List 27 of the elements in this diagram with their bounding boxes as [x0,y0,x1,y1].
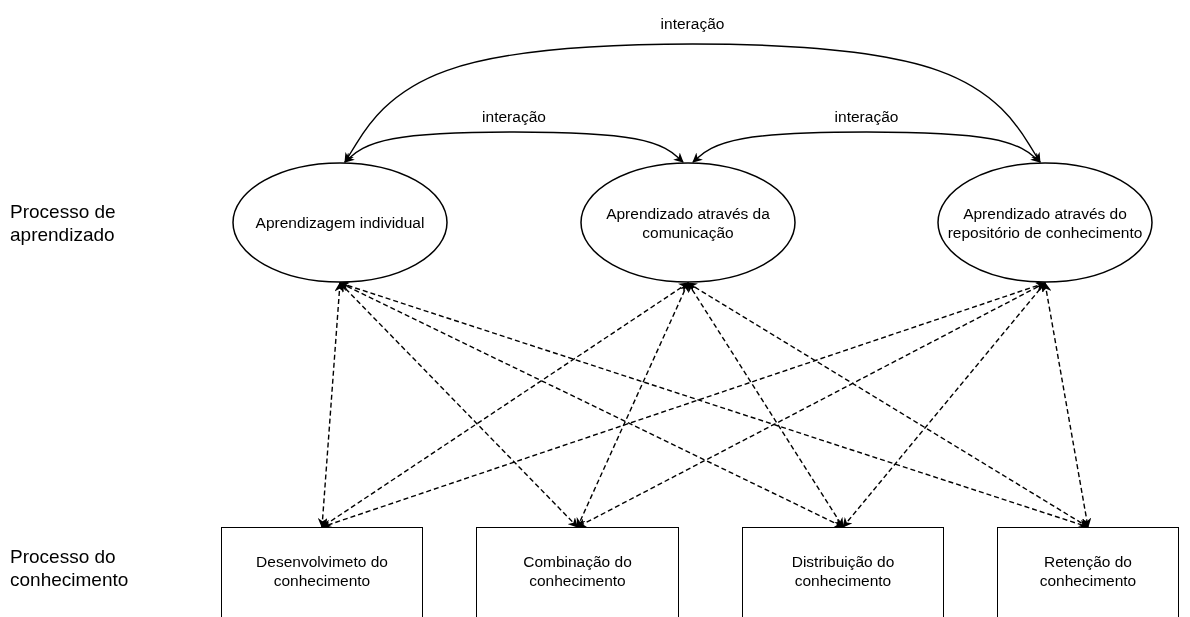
dashed-arrow [842,282,1046,528]
node-text: Combinação do conhecimento [522,552,633,590]
process-box [221,527,423,617]
dashed-arrow [576,282,689,528]
process-ellipse [580,162,796,283]
node-text: Aprendizado através da comunicação [605,203,771,242]
process-box [476,527,679,617]
dashed-arrow [687,282,844,528]
node-text: Aprendizado através do repositório de conhecimento [947,203,1143,242]
dashed-arrow [1041,282,1092,528]
node-text: Desenvolvimeto do conhecimento [255,552,389,590]
dashed-arrow [687,282,1089,528]
process-box [997,527,1179,617]
row-label: Processo do conhecimento [10,545,130,591]
curved-arrow [344,43,1041,163]
dashed-arrow [317,282,345,528]
process-ellipse [937,162,1153,283]
node-text: Aprendizagem individual [255,213,425,232]
process-ellipse [232,162,448,283]
dashed-arrow [339,282,579,528]
row-label: Processo de aprendizado [10,200,117,246]
curved-arrow [344,131,684,163]
node-text: Distribuição do conhecimento [790,552,896,590]
curved-arrow [692,131,1041,163]
dashed-arrow [321,282,689,528]
process-box [742,527,944,617]
node-text: Retenção do conhecimento [1038,552,1138,590]
